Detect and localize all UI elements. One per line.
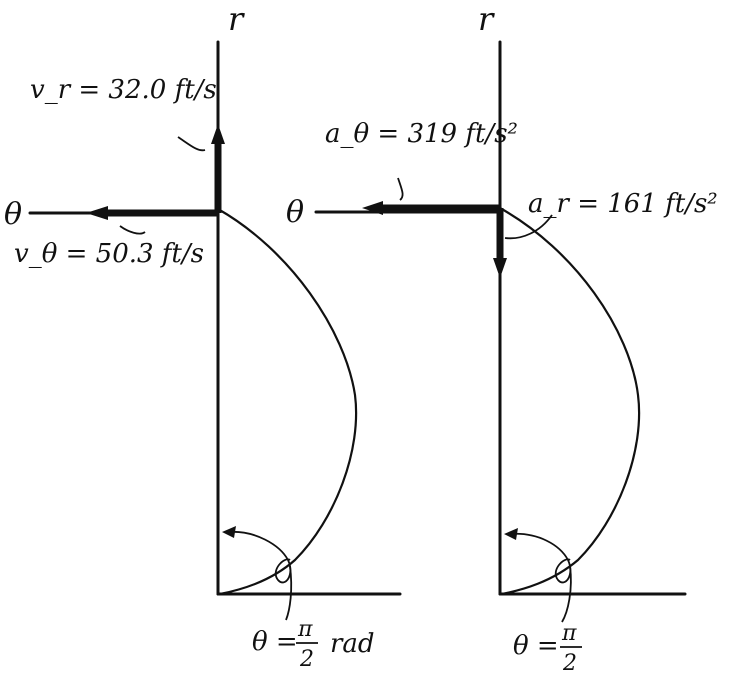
left-vtheta-arrowhead [86, 206, 108, 220]
right-r-axis-label: r [478, 0, 495, 38]
left-angle-unit: rad [330, 629, 375, 659]
left-angle-denominator: 2 [299, 647, 314, 672]
right-atheta-label: a_θ = 319 ft/s² [325, 119, 518, 149]
left-angle-arrowhead [222, 526, 236, 538]
left-path-curve [217, 208, 358, 596]
left-vr-leader [177, 136, 206, 152]
right-angle-numerator: π [561, 621, 577, 646]
right-angle-arc [509, 532, 572, 584]
left-angle-leader [285, 565, 293, 621]
left-r-axis-label: r [228, 0, 245, 38]
right-theta-axis-label: θ [286, 195, 304, 230]
right-angle-leader [561, 565, 572, 623]
left-vr-label: v_r = 32.0 ft/s [30, 75, 217, 105]
right-path-curve [499, 207, 641, 596]
right-angle-prefix: θ = [513, 631, 559, 661]
left-theta-axis-label: θ [4, 197, 22, 232]
left-angle-label: θ = π 2 rad [252, 617, 375, 672]
left-angle-arc [227, 531, 292, 584]
right-atheta-arrowhead [362, 201, 383, 215]
right-ar-leader [504, 214, 553, 240]
left-angle-numerator: π [297, 617, 313, 642]
right-ar-arrowhead [493, 258, 507, 278]
right-angle-label: θ = π 2 [513, 621, 582, 676]
left-vtheta-label: v_θ = 50.3 ft/s [14, 239, 204, 269]
right-angle-arrowhead [504, 528, 518, 540]
right-ar-label: a_r = 161 ft/s² [528, 189, 718, 219]
right-angle-denominator: 2 [562, 651, 577, 676]
right-diagram: r θ a_θ = 319 ft/s² a_r = 161 ft/s² θ = … [286, 0, 718, 676]
left-diagram: r θ v_r = 32.0 ft/s v_θ = 50.3 ft/s θ = … [4, 0, 402, 672]
right-atheta-leader [397, 177, 404, 201]
left-vr-arrowhead [211, 124, 225, 144]
left-angle-prefix: θ = [252, 627, 298, 657]
left-vtheta-leader [119, 225, 146, 235]
